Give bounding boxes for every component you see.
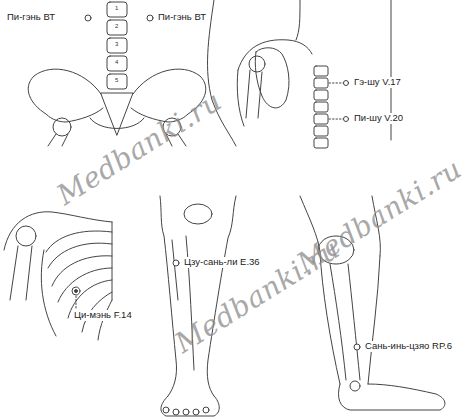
point-label: Ци-мэнь F.14 bbox=[72, 310, 134, 321]
point-label: Цзу-сань-ли E.36 bbox=[182, 257, 262, 268]
vertebra-number: 1 bbox=[115, 5, 118, 12]
back-figure bbox=[237, 0, 391, 148]
vertebra-number: 5 bbox=[115, 77, 118, 84]
vertebra-number: 4 bbox=[115, 59, 118, 66]
vertebra-number: 3 bbox=[115, 41, 118, 48]
vertebra-number: 2 bbox=[115, 23, 118, 30]
point-label: Пи-шу V.20 bbox=[352, 113, 405, 124]
point-label: Пи-гэнь ВТ bbox=[156, 12, 208, 23]
point-label: Сань-инь-цзяо RP.6 bbox=[363, 341, 454, 352]
point-label: Гэ-шу V.17 bbox=[352, 77, 403, 88]
watermark: Medbanki.ru bbox=[51, 85, 227, 212]
point-label: Пи-гэнь ВТ bbox=[5, 12, 57, 23]
